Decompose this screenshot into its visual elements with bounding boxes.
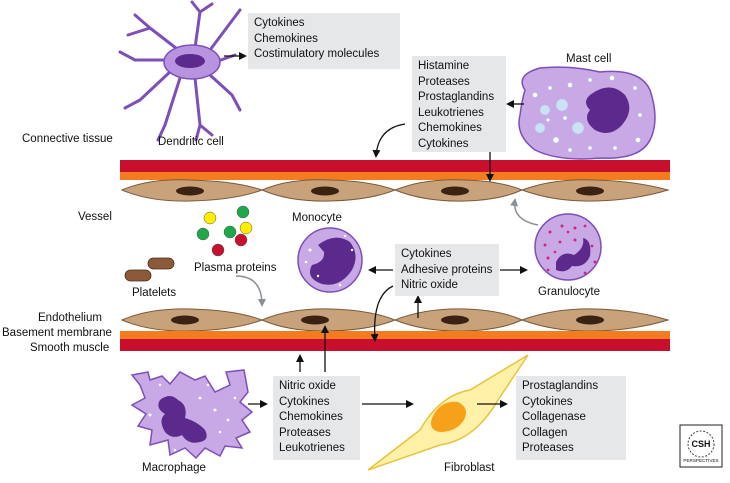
arrow-box-to-vessel	[372, 123, 406, 158]
fibroblast-nucleus	[431, 401, 466, 432]
platelet-icon	[147, 257, 175, 270]
logo-line2: PERSPECTIVES	[683, 458, 718, 463]
box-item: Leukotrienes	[279, 442, 345, 454]
macrophage-secretions-box: Nitric oxide Cytokines Chemokines Protea…	[273, 376, 360, 460]
arrow-granulocyte-to-vessel	[510, 198, 539, 226]
dendritic-secretions-box: Cytokines Chemokines Costimulatory molec…	[248, 13, 400, 69]
box-item: Nitric oxide	[401, 279, 458, 291]
macrophage-nucleus	[158, 396, 207, 443]
label-basement-membrane: Basement membrane	[2, 327, 112, 339]
mast-cell-nucleus	[586, 87, 630, 134]
label-fibroblast: Fibroblast	[444, 462, 495, 474]
csh-perspectives-logo: CSH PERSPECTIVES	[679, 424, 723, 468]
arrows	[224, 52, 528, 408]
endothelial-nucleus	[441, 315, 469, 325]
box-item: Chemokines	[279, 411, 343, 423]
label-monocyte: Monocyte	[292, 212, 342, 224]
box-item: Proteases	[418, 75, 470, 88]
mast-cell-icon	[518, 66, 656, 160]
monocyte-nucleus	[309, 237, 356, 285]
label-endothelium: Endothelium	[38, 312, 102, 324]
box-item: Chemokines	[418, 122, 482, 134]
granulocyte-granules	[543, 224, 597, 275]
mast-cell-mediators-box: Histamine Proteases Prostaglandins Leuko…	[412, 56, 506, 152]
bottom-basement-band-orange	[120, 331, 670, 339]
box-item: Collagenase	[522, 411, 586, 423]
granulocyte-nucleus	[556, 238, 591, 272]
box-item: Costimulatory molecules	[254, 48, 380, 60]
plasma-protein-dots	[196, 205, 253, 257]
monocyte-granules	[304, 234, 354, 287]
top-basement-band-red	[120, 160, 670, 172]
box-item: Chemokines	[254, 32, 318, 45]
label-connective-tissue: Connective tissue	[22, 133, 113, 145]
label-granulocyte: Granulocyte	[538, 286, 601, 298]
box-item: Cytokines	[279, 395, 330, 408]
box-item: Proteases	[279, 426, 331, 439]
box-item: Cytokines	[418, 137, 469, 150]
top-basement-band-orange	[120, 172, 670, 180]
label-smooth-muscle: Smooth muscle	[30, 342, 110, 354]
arrow-plasma-into-tissue	[235, 275, 266, 307]
box-item: Adhesive proteins	[401, 263, 493, 276]
label-mast-cell: Mast cell	[566, 53, 612, 65]
macrophage-granules	[148, 383, 237, 452]
box-item: Leukotrienes	[418, 106, 484, 119]
gray-arrows	[235, 198, 539, 307]
fibroblast-secretions-box: Prostaglandins Cytokines Collagenase Col…	[516, 376, 626, 460]
endothelial-nucleus	[311, 186, 339, 196]
label-macrophage: Macrophage	[142, 462, 206, 474]
box-item: Collagen	[522, 426, 568, 439]
box-item: Prostaglandins	[418, 91, 495, 103]
endothelial-nucleus	[576, 186, 604, 196]
label-plasma-proteins: Plasma proteins	[194, 262, 277, 274]
box-item: Cytokines	[401, 248, 452, 260]
endothelial-secretions-box: Cytokines Adhesive proteins Nitric oxide	[395, 244, 499, 296]
arrow-endo-down	[370, 285, 394, 342]
box-item: Proteases	[522, 442, 574, 454]
box-item: Prostaglandins	[522, 380, 599, 392]
bottom-endothelial-cells	[120, 308, 670, 332]
box-item: Nitric oxide	[279, 380, 336, 392]
label-vessel: Vessel	[78, 211, 112, 223]
endothelial-nucleus	[171, 315, 199, 325]
top-endothelial-cells	[120, 179, 670, 202]
mast-cell-granules	[532, 75, 643, 153]
endothelial-nucleus	[576, 315, 604, 325]
box-item: Histamine	[418, 60, 470, 72]
macrophage-icon	[130, 369, 254, 460]
label-platelets: Platelets	[132, 287, 177, 299]
label-dendritic-cell: Dendritic cell	[158, 136, 224, 148]
endothelial-nucleus	[441, 186, 469, 196]
logo-line1: CSH	[691, 439, 710, 449]
box-item: Cytokines	[254, 17, 305, 29]
endothelial-nucleus	[176, 186, 204, 196]
endothelial-nucleus	[301, 315, 329, 325]
dendritic-cell-nucleus	[175, 54, 205, 68]
bottom-smooth-muscle-band-red	[120, 339, 670, 351]
platelet-icon	[124, 269, 152, 282]
box-item: Cytokines	[522, 395, 573, 408]
